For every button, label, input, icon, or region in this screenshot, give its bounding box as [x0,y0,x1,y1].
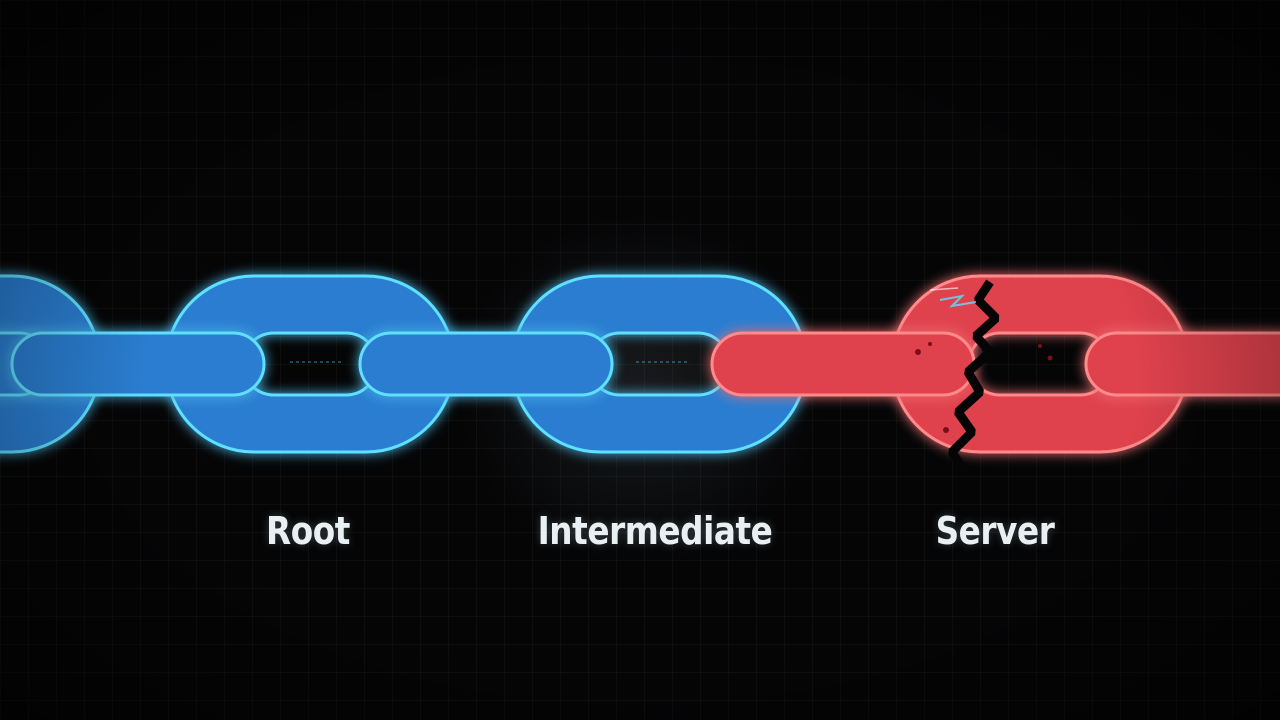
label-intermediate: Intermediate [537,509,773,553]
label-server: Server [935,509,1055,553]
label-root: Root [266,509,350,553]
